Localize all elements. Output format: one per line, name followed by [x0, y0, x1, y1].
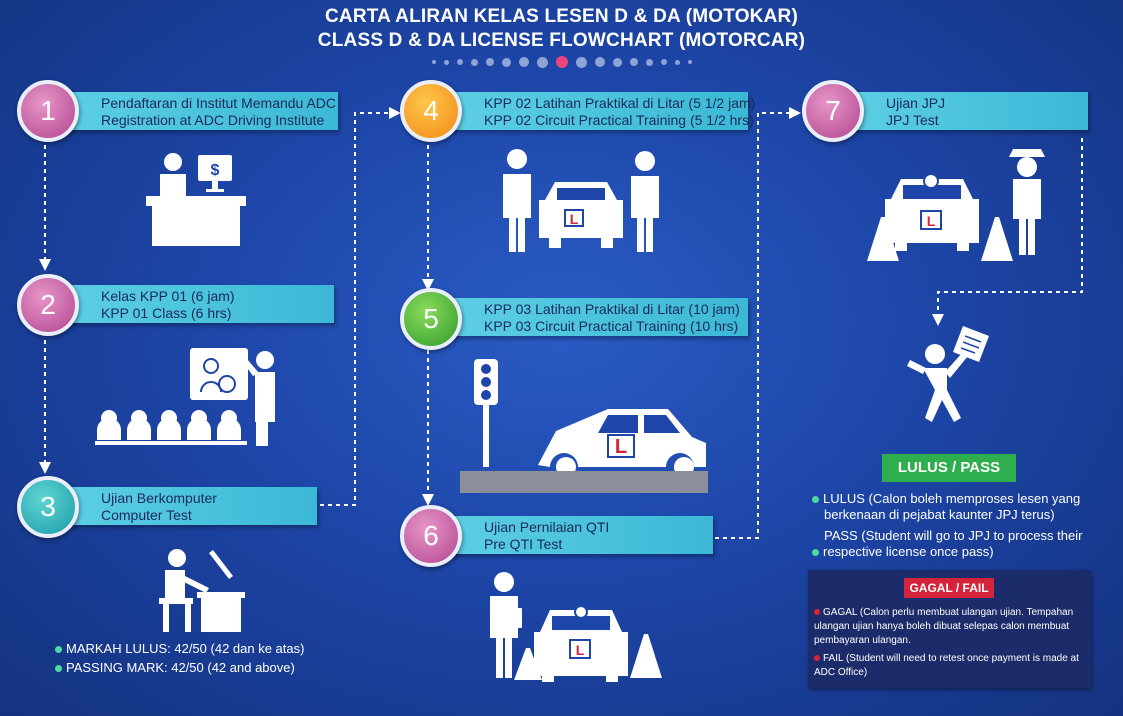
l-plate-label: L: [576, 642, 585, 658]
step-7-label-en: JPJ Test: [886, 112, 939, 128]
classroom-icon: [95, 348, 275, 446]
fail-ms-line-2: ulangan ujian hanya boleh dibuat selepas…: [814, 621, 1070, 632]
step-5-label-ms: KPP 03 Latihan Praktikal di Litar (10 ja…: [484, 301, 740, 317]
circuit-training-icon: L: [460, 359, 708, 493]
carousel-dot[interactable]: [660, 59, 667, 65]
step-5-banner: KPP 03 Latihan Praktikal di Litar (10 ja…: [428, 298, 748, 336]
step-6-label-ms: Ujian Pernilaian QTI: [484, 519, 610, 535]
step-1-circle: 1: [17, 80, 79, 142]
fail-box: GAGAL / FAIL GAGAL (Calon perlu membuat …: [808, 570, 1091, 688]
step-7-label-ms: Ujian JPJ: [886, 95, 946, 111]
bullet-icon: [55, 665, 62, 673]
carousel-dots[interactable]: [0, 56, 1123, 68]
step-4-label-ms: KPP 02 Latihan Praktikal di Litar (5 1/2…: [484, 95, 756, 111]
step-5-label-en: KPP 03 Circuit Practical Training (10 hr…: [484, 318, 739, 334]
carousel-dot[interactable]: [612, 57, 622, 67]
step-3-circle: 3: [17, 476, 79, 538]
fail-note-ms: GAGAL (Calon perlu membuat ulangan ujian…: [814, 606, 1086, 648]
step-2-banner: Kelas KPP 01 (6 jam) KPP 01 Class (6 hrs…: [45, 285, 334, 323]
l-plate-label: L: [570, 211, 579, 227]
bullet-icon: [814, 655, 820, 662]
carousel-dot[interactable]: [645, 58, 653, 66]
fail-badge: GAGAL / FAIL: [904, 578, 994, 598]
step-2-label-ms: Kelas KPP 01 (6 jam): [101, 288, 235, 304]
step-1-banner: Pendaftaran di Institut Memandu ADC Regi…: [45, 92, 338, 130]
fail-ms-line-3: pembayaran ulangan.: [814, 635, 911, 646]
l-plate-label: L: [615, 436, 627, 458]
title-malay: CARTA ALIRAN KELAS LESEN D & DA (MOTOKAR…: [325, 6, 798, 27]
fail-en-line-2: ADC Office): [814, 667, 868, 678]
bullet-icon: [814, 609, 820, 616]
carousel-dot[interactable]: [485, 58, 494, 66]
pass-note-ms: LULUS (Calon boleh memproses lesen yang …: [812, 491, 1080, 523]
passing-mark-en-text: PASSING MARK: 42/50 (42 and above): [66, 660, 295, 675]
carousel-dot[interactable]: [456, 59, 463, 65]
step-4-banner: KPP 02 Latihan Praktikal di Litar (5 1/2…: [428, 92, 756, 130]
step-5-circle: 5: [400, 288, 462, 350]
pass-badge: LULUS / PASS: [882, 454, 1016, 482]
step-6-label-en: Pre QTI Test: [484, 536, 563, 552]
carousel-dot[interactable]: [443, 59, 449, 65]
step-7-banner: Ujian JPJ JPJ Test: [830, 92, 1088, 130]
carousel-dot[interactable]: [687, 60, 692, 64]
registration-desk-icon: $: [146, 153, 246, 246]
carousel-dot[interactable]: [470, 58, 478, 66]
jpj-test-icon: L: [867, 149, 1045, 261]
carousel-dot[interactable]: [501, 57, 511, 67]
pass-note-en: PASS (Student will go to JPJ to process …: [812, 528, 1082, 560]
step-3-label-ms: Ujian Berkomputer: [101, 490, 217, 506]
step-1-label-ms: Pendaftaran di Institut Memandu ADC: [101, 95, 337, 111]
step-2-circle: 2: [17, 274, 79, 336]
computer-test-icon: [159, 549, 245, 632]
passing-mark-en: PASSING MARK: 42/50 (42 and above): [55, 660, 295, 675]
l-plate-label: L: [927, 213, 936, 229]
carousel-dot[interactable]: [674, 59, 680, 65]
carousel-dot[interactable]: [536, 56, 548, 68]
step-3-label-en: Computer Test: [101, 507, 192, 523]
qti-test-icon: L: [490, 572, 662, 682]
fail-note-en: FAIL (Student will need to retest once p…: [814, 652, 1086, 680]
svg-text:$: $: [211, 162, 220, 179]
title-english: CLASS D & DA LICENSE FLOWCHART (MOTORCAR…: [317, 30, 806, 51]
passing-mark-ms-text: MARKAH LULUS: 42/50 (42 dan ke atas): [66, 641, 305, 656]
carousel-dot[interactable]: [431, 60, 436, 64]
step-3-banner: Ujian Berkomputer Computer Test: [45, 487, 317, 525]
step-6-circle: 6: [400, 505, 462, 567]
passing-mark-ms: MARKAH LULUS: 42/50 (42 dan ke atas): [55, 641, 304, 656]
pass-en-line-1: PASS (Student will go to JPJ to process …: [824, 528, 1083, 543]
step-2-label-en: KPP 01 Class (6 hrs): [101, 305, 232, 321]
bullet-icon: [55, 646, 62, 654]
pass-en-line-2: respective license once pass): [823, 544, 994, 559]
step-7-circle: 7: [802, 80, 864, 142]
pass-ms-line-2: berkenaan di pejabat kaunter JPJ terus): [824, 507, 1055, 522]
carousel-dot[interactable]: [575, 56, 587, 68]
fail-en-line-1: FAIL (Student will need to retest once p…: [823, 653, 1079, 664]
carousel-dot[interactable]: [518, 57, 529, 67]
step-1-label-en: Registration at ADC Driving Institute: [101, 112, 325, 128]
step-4-label-en: KPP 02 Circuit Practical Training (5 1/2…: [484, 112, 754, 128]
fail-ms-line-1: GAGAL (Calon perlu membuat ulangan ujian…: [823, 607, 1074, 618]
bullet-icon: [812, 549, 819, 557]
step-4-circle: 4: [400, 80, 462, 142]
carousel-dot[interactable]: [629, 58, 638, 66]
pass-ms-line-1: LULUS (Calon boleh memproses lesen yang: [823, 491, 1081, 506]
celebrating-person-icon: [907, 326, 989, 422]
step-6-banner: Ujian Pernilaian QTI Pre QTI Test: [428, 516, 713, 554]
practical-training-icon: L: [503, 149, 659, 252]
carousel-dot-active[interactable]: [555, 56, 568, 68]
bullet-icon: [812, 496, 819, 504]
carousel-dot[interactable]: [594, 57, 605, 67]
